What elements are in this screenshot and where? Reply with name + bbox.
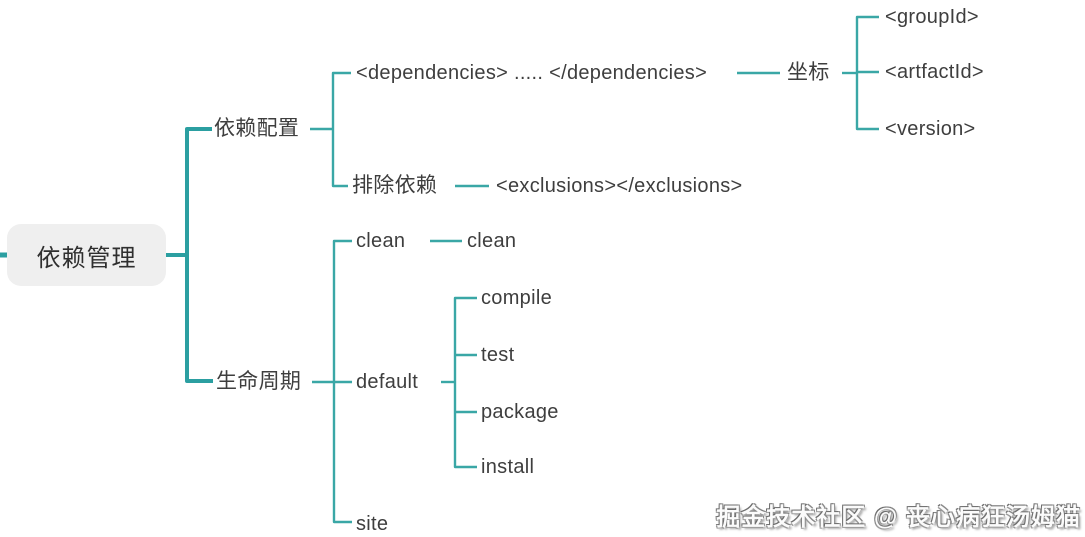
connector-default-bracket bbox=[453, 296, 477, 469]
topic-package[interactable]: package bbox=[481, 401, 559, 423]
topic-artifactid[interactable]: <artfactId> bbox=[885, 61, 984, 83]
topic-clean[interactable]: clean bbox=[356, 230, 406, 252]
topic-groupid[interactable]: <groupId> bbox=[885, 6, 979, 28]
topic-version[interactable]: <version> bbox=[885, 118, 976, 140]
topic-dependencies-tag[interactable]: <dependencies> ..... </dependencies> bbox=[356, 62, 708, 84]
topic-exclude-dependency[interactable]: 排除依赖 bbox=[352, 174, 438, 197]
connector-lifecycle-bracket bbox=[332, 239, 352, 524]
topic-test[interactable]: test bbox=[481, 344, 515, 366]
topic-site[interactable]: site bbox=[356, 513, 389, 535]
connector-depconfig-bracket bbox=[331, 71, 351, 188]
watermark: 掘金技术社区 @ 丧心病狂汤姆猫 bbox=[716, 504, 1081, 531]
topic-coordinates[interactable]: 坐标 bbox=[787, 61, 830, 84]
topic-compile[interactable]: compile bbox=[481, 287, 553, 309]
topic-lifecycle[interactable]: 生命周期 bbox=[216, 370, 302, 393]
connector-root-trunk bbox=[185, 127, 213, 383]
root-topic[interactable]: 依赖管理 bbox=[7, 224, 166, 286]
topic-dependency-config[interactable]: 依赖配置 bbox=[214, 117, 300, 140]
topic-exclusions-tag[interactable]: <exclusions></exclusions> bbox=[496, 175, 743, 197]
topic-install[interactable]: install bbox=[481, 456, 535, 478]
topic-default[interactable]: default bbox=[356, 371, 419, 393]
topic-clean-phase[interactable]: clean bbox=[467, 230, 517, 252]
